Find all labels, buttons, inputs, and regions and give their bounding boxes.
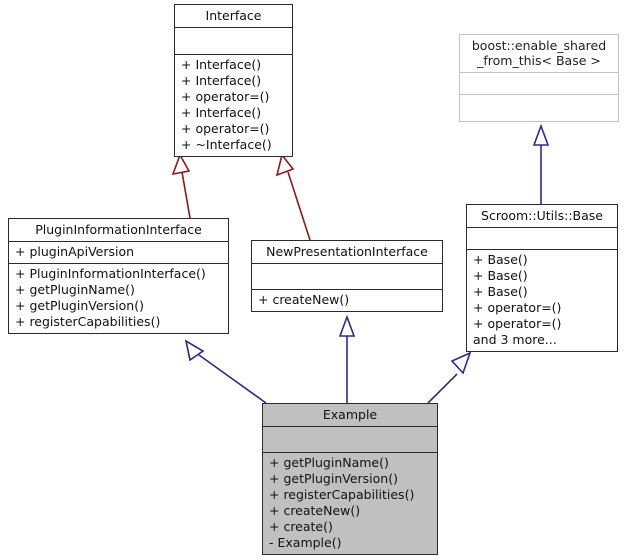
operation-row-more: and 3 more... <box>473 332 557 347</box>
operation-row: + Base() <box>473 268 528 283</box>
class-title-plugin-information-interface: PluginInformationInterface <box>9 219 228 242</box>
class-attributes-example <box>263 427 437 453</box>
operation-row: + createNew() <box>269 503 361 518</box>
class-node-scroom-utils-base[interactable]: Scroom::Utils::Base + Base() + Base() + … <box>466 204 618 352</box>
class-attributes-scroom-utils-base <box>467 228 617 250</box>
operation-row: + registerCapabilities() <box>15 314 161 329</box>
operation-row: + ~Interface() <box>181 137 272 152</box>
class-operations-boost-enable-shared-from-this <box>460 95 618 121</box>
edge-plugininfo-to-interface <box>171 153 191 219</box>
class-title-line: _from_this< Base > <box>477 53 601 68</box>
operation-row: + create() <box>269 519 333 534</box>
class-title-line: boost::enable_shared <box>471 38 607 53</box>
edge-base-to-boost <box>532 123 550 204</box>
edge-example-to-base <box>427 351 472 404</box>
class-node-new-presentation-interface[interactable]: NewPresentationInterface + createNew() <box>251 240 443 312</box>
operation-row: + createNew() <box>258 292 350 307</box>
attribute-row: + pluginApiVersion <box>15 244 135 259</box>
operation-row: + Interface() <box>181 73 262 88</box>
operation-row: + Interface() <box>181 105 262 120</box>
operation-row: + getPluginName() <box>269 455 389 470</box>
operation-row: + Base() <box>473 284 528 299</box>
class-operations-plugin-information-interface: + PluginInformationInterface() + getPlug… <box>9 264 228 333</box>
class-node-example[interactable]: Example + getPluginName() + getPluginVer… <box>262 403 438 555</box>
operation-row: + Interface() <box>181 57 262 72</box>
class-title-scroom-utils-base: Scroom::Utils::Base <box>467 205 617 228</box>
edge-example-to-plugininfo <box>184 339 267 404</box>
class-operations-scroom-utils-base: + Base() + Base() + Base() + operator=()… <box>467 250 617 351</box>
edge-example-to-newpres <box>338 314 356 403</box>
class-attributes-plugin-information-interface: + pluginApiVersion <box>9 242 228 264</box>
class-title-example: Example <box>263 404 437 427</box>
operation-row: + Base() <box>473 252 528 267</box>
class-node-interface[interactable]: Interface + Interface() + Interface() + … <box>174 4 293 157</box>
class-title-boost-enable-shared-from-this: boost::enable_shared _from_this< Base > <box>460 35 618 73</box>
operation-row: + PluginInformationInterface() <box>15 266 206 281</box>
operation-row: + operator=() <box>473 316 562 331</box>
edge-newpres-to-interface <box>275 153 311 241</box>
operation-row: + operator=() <box>473 300 562 315</box>
class-operations-interface: + Interface() + Interface() + operator=(… <box>175 55 292 156</box>
operation-row: + getPluginVersion() <box>269 471 398 486</box>
operation-row: + operator=() <box>181 121 270 136</box>
class-title-interface: Interface <box>175 5 292 28</box>
operation-row: + registerCapabilities() <box>269 487 415 502</box>
class-operations-example: + getPluginName() + getPluginVersion() +… <box>263 453 437 554</box>
class-node-plugin-information-interface[interactable]: PluginInformationInterface + pluginApiVe… <box>8 218 229 334</box>
operation-row: + operator=() <box>181 89 270 104</box>
class-attributes-boost-enable-shared-from-this <box>460 73 618 95</box>
class-title-new-presentation-interface: NewPresentationInterface <box>252 241 442 264</box>
operation-row: + getPluginName() <box>15 282 135 297</box>
class-attributes-new-presentation-interface <box>252 264 442 290</box>
operation-row: - Example() <box>269 535 342 550</box>
class-operations-new-presentation-interface: + createNew() <box>252 290 442 311</box>
class-attributes-interface <box>175 28 292 55</box>
class-node-boost-enable-shared-from-this[interactable]: boost::enable_shared _from_this< Base > <box>459 34 619 122</box>
operation-row: + getPluginVersion() <box>15 298 144 313</box>
